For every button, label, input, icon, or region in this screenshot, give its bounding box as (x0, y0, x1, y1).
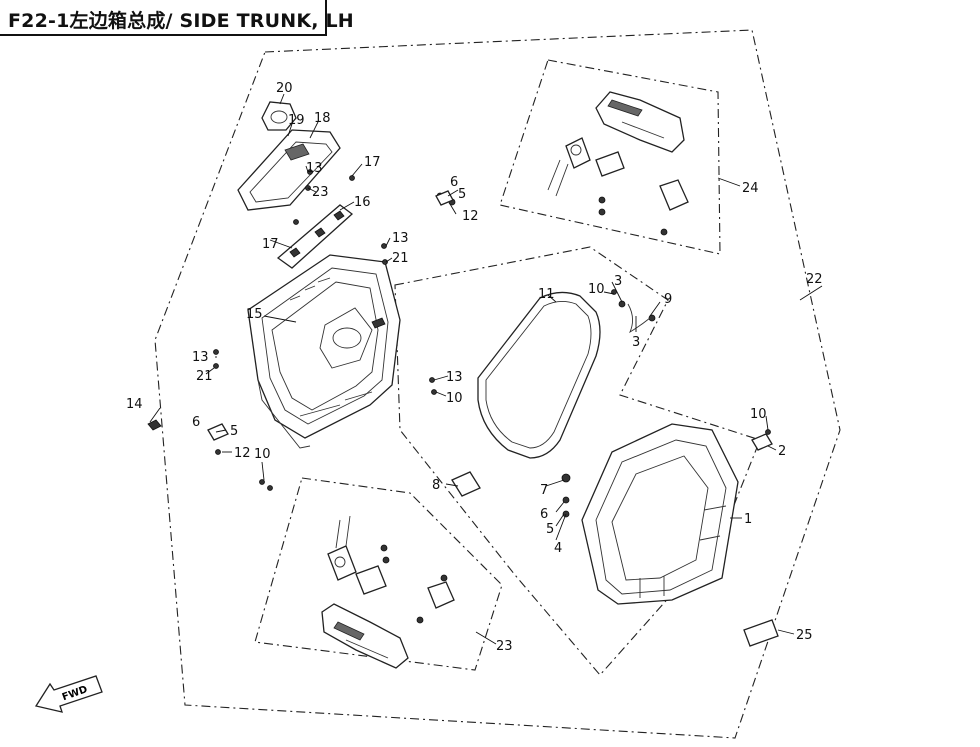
callout-14: 14 (126, 397, 143, 412)
callout-10-upper: 10 (588, 282, 605, 297)
callout-4: 4 (554, 541, 562, 556)
callout-1: 1 (744, 512, 752, 527)
callout-13-top: 13 (306, 161, 323, 176)
callout-6-lid: 6 (540, 507, 548, 522)
callout-10-left: 10 (254, 447, 271, 462)
callout-5-lid: 5 (546, 522, 554, 537)
callout-7: 7 (540, 483, 548, 498)
callout-23-assembly: 23 (496, 639, 513, 654)
callout-16: 16 (354, 195, 371, 210)
trunk-inner-housing (247, 254, 401, 449)
callout-18: 18 (314, 111, 331, 126)
fwd-arrow: FWD (34, 675, 103, 713)
fasteners (147, 169, 773, 518)
callout-24: 24 (742, 181, 759, 196)
callout-10-right: 10 (750, 407, 767, 422)
latch-cover-24 (595, 91, 685, 153)
title-box: F22-1左边箱总成/ SIDE TRUNK, LH (0, 0, 354, 36)
latch-mechanism-23 (327, 515, 455, 624)
callout-13-upper: 13 (392, 231, 409, 246)
callout-2: 2 (778, 444, 786, 459)
callout-11: 11 (538, 287, 555, 302)
callout-8: 8 (432, 478, 440, 493)
callout-6-left: 6 (192, 415, 200, 430)
callout-10-mid: 10 (446, 391, 463, 406)
assembly-23-boundary (254, 477, 503, 671)
diagram-title: F22-1左边箱总成/ SIDE TRUNK, LH (8, 10, 354, 32)
callout-13-left: 13 (192, 350, 209, 365)
lid-assembly-boundary (394, 246, 761, 676)
callout-17-upper: 17 (364, 155, 381, 170)
callout-13-mid: 13 (446, 370, 463, 385)
seal-ring-11 (477, 291, 601, 459)
callout-15: 15 (246, 307, 263, 322)
callout-5-upper: 5 (458, 187, 466, 202)
callout-6-upper: 6 (450, 175, 458, 190)
callout-5-left: 5 (230, 424, 238, 439)
latch-cover-23 (321, 603, 409, 669)
callout-21-upper: 21 (392, 251, 409, 266)
hinge-bar-16 (276, 204, 354, 269)
cable-9 (627, 303, 651, 334)
callout-12-left: 12 (234, 446, 251, 461)
callout-12-upper: 12 (462, 209, 479, 224)
callouts: 1 2 3 3 4 5 5 5 6 6 6 7 8 9 10 10 10 10 … (126, 81, 823, 654)
callout-19: 19 (288, 113, 305, 128)
assembly-24-boundary (499, 59, 721, 255)
callout-17-lower: 17 (262, 237, 279, 252)
callout-22: 22 (806, 272, 823, 287)
callout-3-lower: 3 (632, 335, 640, 350)
callout-23-upper: 23 (312, 185, 329, 200)
callout-9: 9 (664, 292, 672, 307)
callout-25: 25 (796, 628, 813, 643)
leader-lines (149, 93, 823, 645)
latch-mechanism-24 (547, 137, 689, 236)
handle-frame-18 (237, 129, 341, 211)
callout-3-upper: 3 (614, 274, 622, 289)
callout-20: 20 (276, 81, 293, 96)
label-plate-25 (743, 619, 779, 647)
plate-20 (261, 101, 297, 131)
trunk-outer-lid (581, 423, 739, 605)
assembly-22-boundary (154, 29, 841, 739)
callout-21-left: 21 (196, 369, 213, 384)
